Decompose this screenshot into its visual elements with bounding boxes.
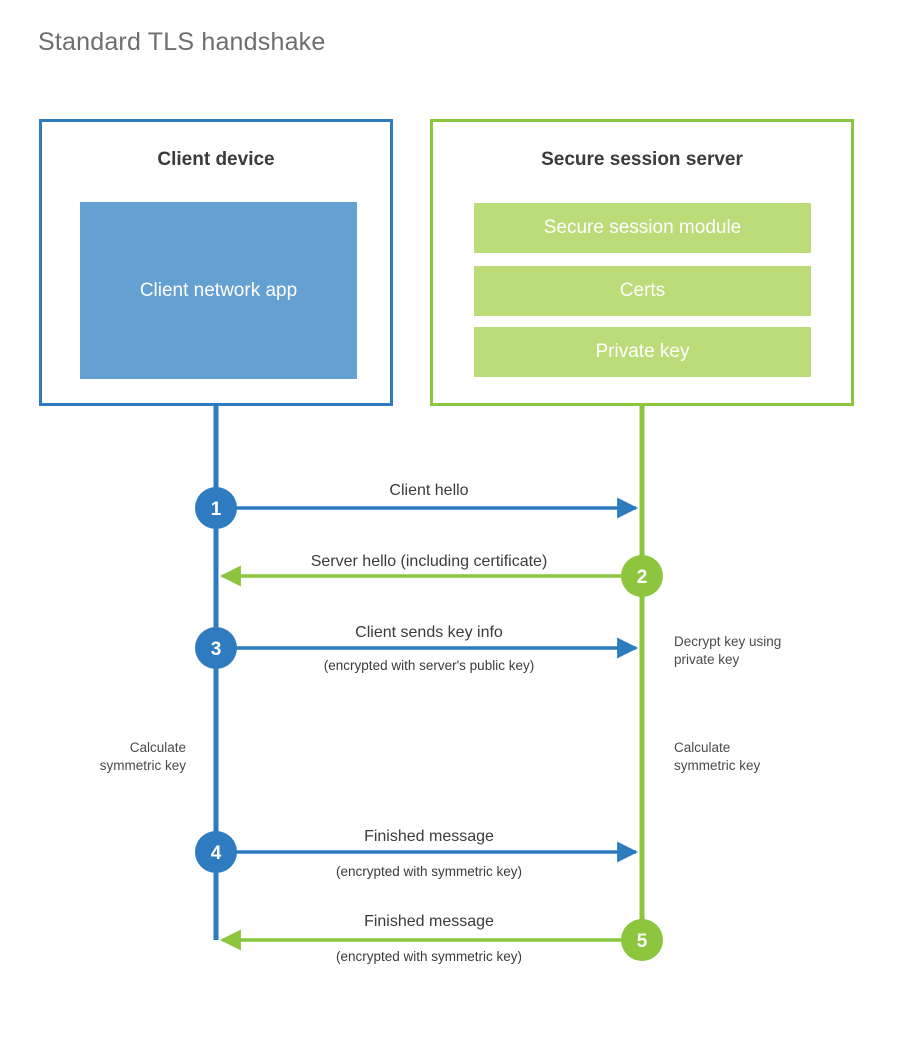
- client-calculate-symmetric-key-note: Calculate symmetric key: [100, 740, 187, 773]
- step-1-badge: [195, 487, 237, 529]
- client-device-panel: Client device Client network app: [39, 119, 393, 406]
- decrypt-key-note-line-1: Decrypt key using: [674, 634, 781, 649]
- server-calculate-note-line-1: Calculate: [674, 740, 730, 755]
- step-4-number: 4: [211, 843, 222, 864]
- secure-session-server-panel: Secure session server Secure session mod…: [430, 119, 854, 406]
- secure-session-server-title: Secure session server: [541, 149, 743, 170]
- step-5-group: Finished message (encrypted with symmetr…: [219, 913, 663, 964]
- step-2-number: 2: [637, 567, 648, 588]
- server-calculate-note-line-2: symmetric key: [674, 758, 761, 773]
- step-5-sublabel: (encrypted with symmetric key): [336, 949, 522, 964]
- step-4-group: Finished message (encrypted with symmetr…: [195, 828, 639, 879]
- step-3-badge: [195, 627, 237, 669]
- step-1-label: Client hello: [389, 482, 468, 499]
- client-calculate-note-line-1: Calculate: [130, 740, 186, 755]
- client-calculate-note-line-2: symmetric key: [100, 758, 187, 773]
- step-3-sublabel: (encrypted with server's public key): [324, 658, 534, 673]
- step-1-group: Client hello 1: [195, 482, 639, 529]
- server-calculate-symmetric-key-note: Calculate symmetric key: [674, 740, 761, 773]
- step-3-group: Client sends key info (encrypted with se…: [195, 624, 639, 673]
- step-2-label: Server hello (including certificate): [311, 553, 548, 570]
- step-1-number: 1: [211, 499, 222, 520]
- step-4-sublabel: (encrypted with symmetric key): [336, 864, 522, 879]
- client-device-title: Client device: [157, 149, 275, 170]
- step-2-badge: [621, 555, 663, 597]
- client-network-app-box: Client network app: [80, 202, 357, 379]
- decrypt-key-note: Decrypt key using private key: [674, 634, 781, 667]
- step-5-badge: [621, 919, 663, 961]
- server-component-private-key: Private key: [474, 327, 811, 377]
- server-component-secure-session-module: Secure session module: [474, 203, 811, 253]
- step-2-group: Server hello (including certificate) 2: [219, 553, 663, 597]
- server-component-certs: Certs: [474, 266, 811, 316]
- step-4-badge: [195, 831, 237, 873]
- page-title: Standard TLS handshake: [38, 28, 326, 56]
- step-5-number: 5: [637, 931, 648, 952]
- decrypt-key-note-line-2: private key: [674, 652, 740, 667]
- step-5-label: Finished message: [364, 913, 494, 930]
- step-3-label: Client sends key info: [355, 624, 503, 641]
- step-3-number: 3: [211, 639, 222, 660]
- step-4-label: Finished message: [364, 828, 494, 845]
